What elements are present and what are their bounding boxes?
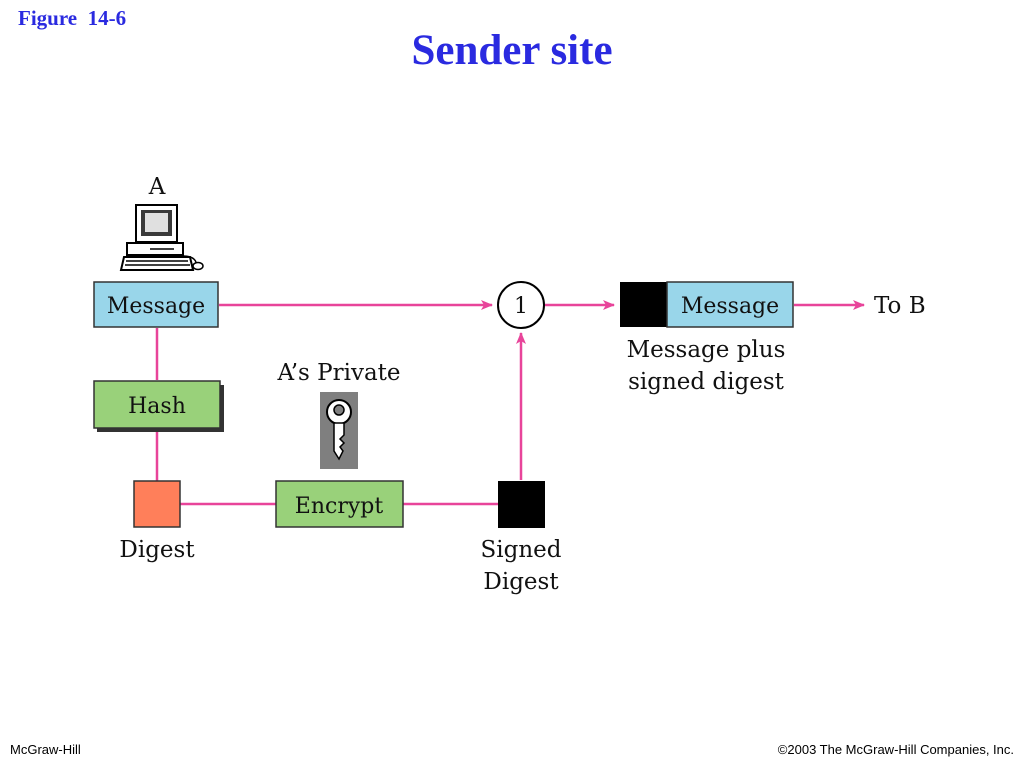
connector-lines (155, 300, 865, 506)
output-message-label: Message (681, 294, 779, 319)
combiner-node: 1 (497, 281, 545, 329)
slide-title: Sender site (411, 27, 613, 74)
combiner-symbol: 1 (514, 294, 528, 319)
destination-label: To B (874, 293, 926, 319)
message-box-label: Message (107, 294, 205, 319)
encrypt-box: Encrypt (275, 480, 404, 528)
signed-digest-label-line1: Signed (481, 537, 562, 563)
signed-digest-square (498, 481, 545, 528)
hash-box-label: Hash (128, 394, 186, 419)
computer-icon (119, 204, 204, 271)
signed-digest-label-line2: Digest (483, 569, 559, 595)
output-signature-block (620, 282, 667, 327)
output-packet: Message (620, 281, 794, 328)
message-box: Message (93, 281, 219, 328)
digest-label: Digest (119, 537, 195, 563)
output-caption-line2: signed digest (628, 369, 785, 395)
output-caption-line1: Message plus (627, 337, 786, 363)
encrypt-box-label: Encrypt (295, 494, 384, 519)
computer-label: A (148, 174, 166, 200)
hash-box: Hash (93, 380, 224, 432)
key-icon (320, 392, 358, 469)
key-label: A’s Private (276, 360, 400, 386)
copyright-footer: ©2003 The McGraw-Hill Companies, Inc. (777, 742, 1014, 757)
publisher-footer: McGraw-Hill (10, 742, 81, 757)
digest-square (133, 480, 181, 528)
figure-label: Figure 14-6 (18, 6, 127, 30)
